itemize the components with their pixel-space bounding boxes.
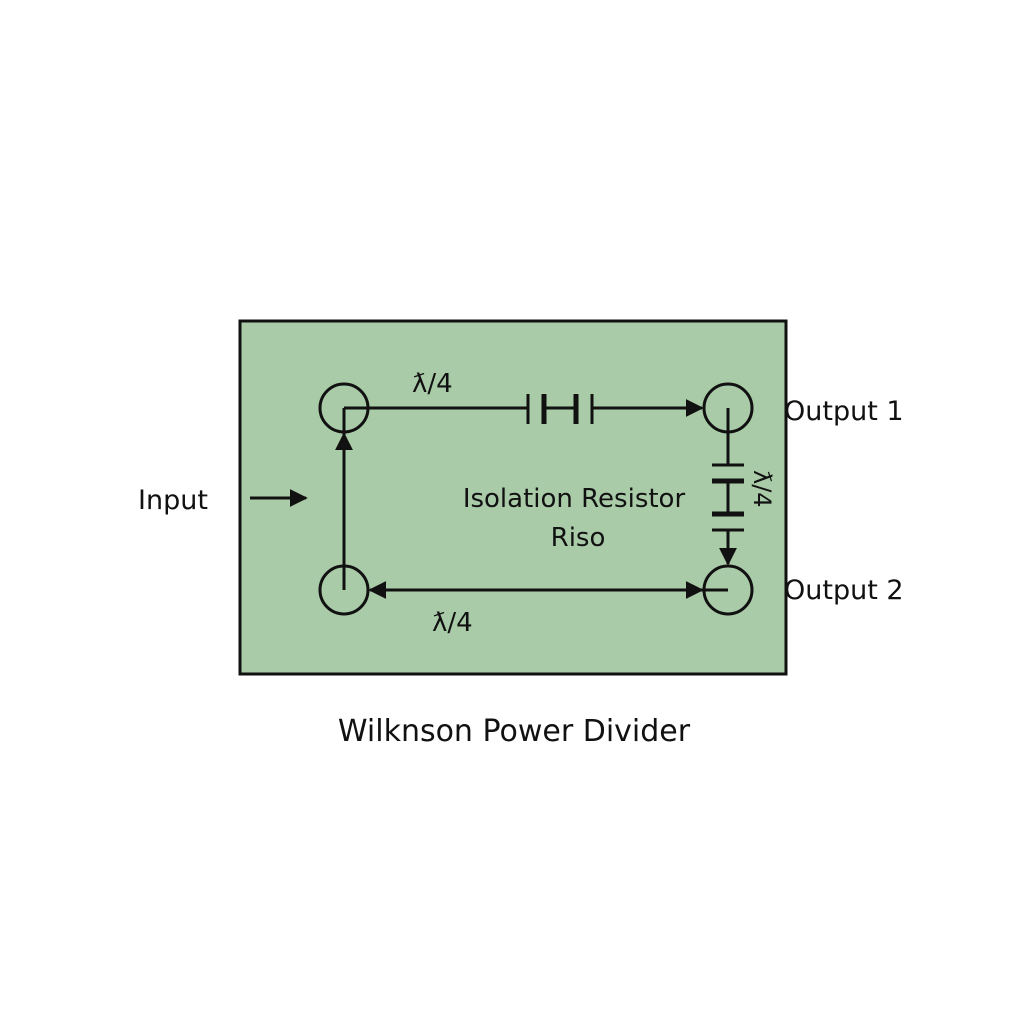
input-label: Input (138, 485, 208, 516)
riso-label: Riso (551, 523, 606, 553)
top-line-label: ƛ/4 (412, 369, 453, 399)
output2-label: Output 2 (784, 575, 904, 606)
top-transmission-line (344, 394, 704, 424)
right-transmission-line (712, 408, 744, 566)
output1-label: Output 1 (784, 396, 904, 427)
circuit-board (238, 319, 788, 676)
isolation-resistor-label: Isolation Resistor (463, 484, 686, 514)
bottom-line-label: ƛ/4 (432, 608, 473, 638)
diagram-title: Wilknson Power Divider (338, 714, 691, 749)
right-line-label: ƛ/4 (748, 470, 776, 508)
